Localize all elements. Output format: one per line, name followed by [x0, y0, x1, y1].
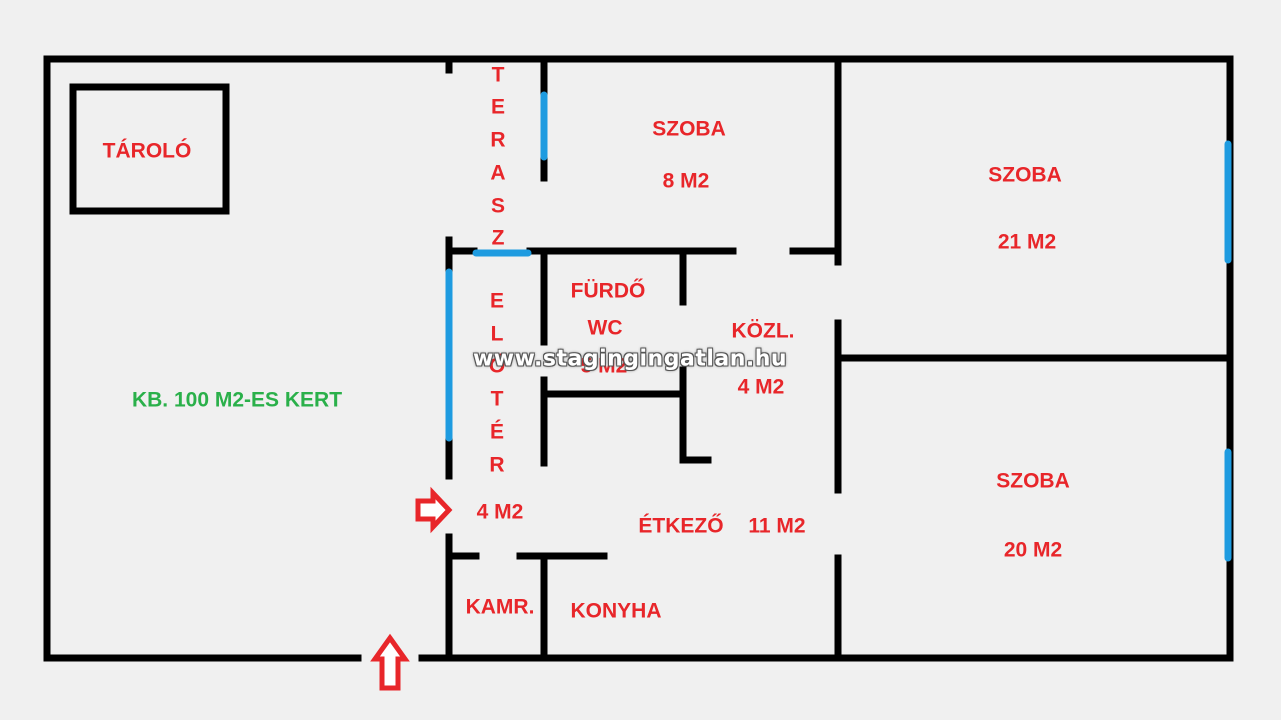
entrance-arrow-up-icon — [370, 633, 410, 691]
terrace-letter: T — [491, 63, 505, 87]
room-small-area: 8 M2 — [662, 169, 710, 193]
pantry-label: KAMR. — [465, 595, 535, 619]
storage-label: TÁROLÓ — [102, 139, 192, 163]
windows — [445, 91, 1232, 562]
bath-name: FÜRDŐ — [570, 279, 646, 303]
room-bottom-right-area: 20 M2 — [1003, 538, 1063, 562]
wc-name: WC — [587, 316, 623, 340]
kitchen-label: KONYHA — [570, 599, 662, 623]
entrance-arrow-right-icon — [415, 486, 453, 534]
hall-letter: Ő — [488, 354, 506, 378]
corridor-name: KÖZL. — [731, 319, 795, 343]
bath-area: 5 M2 — [580, 354, 628, 378]
terrace-letter: A — [490, 161, 506, 185]
room-small-name: SZOBA — [652, 117, 726, 141]
terrace-letter: Z — [491, 226, 505, 250]
hall-letter: E — [489, 289, 505, 313]
hall-area: 4 M2 — [476, 500, 524, 524]
watermark: www.stagingingatlan.hu — [472, 346, 788, 372]
garden-label: KB. 100 M2-ES KERT — [131, 388, 343, 412]
room-top-right-name: SZOBA — [988, 163, 1062, 187]
room-top-right-area: 21 M2 — [997, 230, 1057, 254]
terrace-letter: S — [490, 194, 506, 218]
corridor-area: 4 M2 — [737, 375, 785, 399]
terrace-letter: R — [490, 128, 506, 152]
hall-letter: L — [490, 322, 504, 346]
hall-letter: R — [489, 453, 505, 477]
dining-name: ÉTKEZŐ — [638, 514, 724, 538]
dining-area: 11 M2 — [748, 514, 806, 538]
room-bottom-right-name: SZOBA — [996, 469, 1070, 493]
hall-letter: T — [490, 387, 504, 411]
storage-box — [69, 83, 230, 215]
hall-letter: É — [489, 420, 505, 444]
terrace-letter: E — [490, 95, 506, 119]
